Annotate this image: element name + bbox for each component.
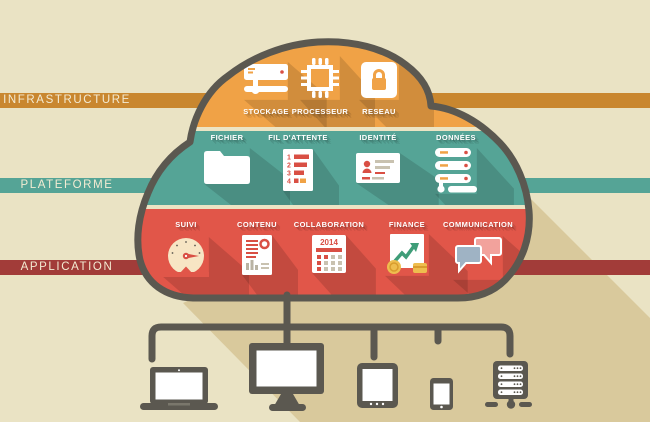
- laptop-icon: [140, 367, 218, 410]
- desktop-monitor-icon: [249, 343, 324, 411]
- infrastructure-label: INFRASTRUCTURE: [3, 94, 131, 106]
- database-icon: [435, 148, 477, 194]
- application-items: SUIVI CONTENU COLLABORATION FINANCE COMM…: [0, 209, 650, 298]
- application-label: APPLICATION: [20, 261, 114, 273]
- processeur-label: PROCESSEUR: [291, 107, 349, 116]
- contenu-label: CONTENU: [237, 220, 277, 229]
- tablet-icon: [357, 363, 398, 408]
- svg-text:2014: 2014: [320, 238, 338, 247]
- plateforme-label: PLATEFORME: [20, 179, 114, 191]
- smartphone-icon: [430, 378, 453, 410]
- connector-lines: [148, 291, 514, 363]
- finance-label: FINANCE: [388, 220, 426, 229]
- cloud-outline: [134, 38, 533, 302]
- cpu-chip-icon: [300, 56, 340, 100]
- communication-label: COMMUNICATION: [442, 220, 514, 229]
- svg-text:3: 3: [287, 171, 291, 178]
- finance-chart-icon: [385, 234, 429, 276]
- identite-label: IDENTITÉ: [359, 133, 397, 142]
- collaboration-label: COLLABORATION: [293, 220, 365, 229]
- gauge-icon: [163, 237, 209, 277]
- folder-icon: [204, 148, 250, 184]
- plateforme-items: FICHIER FIL D'ATTENTE IDENTITÉ DONNÉES 1…: [0, 131, 650, 205]
- queue-list-icon: 1 2 3 4: [283, 149, 313, 191]
- svg-text:2: 2: [287, 163, 291, 170]
- storage-drive-icon: [244, 62, 288, 100]
- infrastructure-items: STOCKAGE PROCESSEUR RESEAU: [0, 44, 650, 127]
- id-card-icon: [356, 153, 400, 183]
- suivi-label: SUIVI: [175, 220, 197, 229]
- fil-attente-label: FIL D'ATTENTE: [268, 133, 328, 142]
- donnees-label: DONNÉES: [436, 133, 476, 142]
- svg-text:4: 4: [287, 179, 291, 186]
- stockage-label: STOCKAGE: [243, 107, 289, 116]
- reseau-label: RESEAU: [362, 107, 396, 116]
- calendar-icon: 2014: [312, 235, 346, 273]
- fichier-label: FICHIER: [210, 133, 244, 142]
- server-rack-icon: [485, 361, 532, 409]
- svg-text:1: 1: [287, 155, 291, 162]
- content-document-icon: [242, 235, 272, 275]
- network-lock-icon: [359, 60, 399, 100]
- chat-bubbles-icon: [453, 236, 503, 280]
